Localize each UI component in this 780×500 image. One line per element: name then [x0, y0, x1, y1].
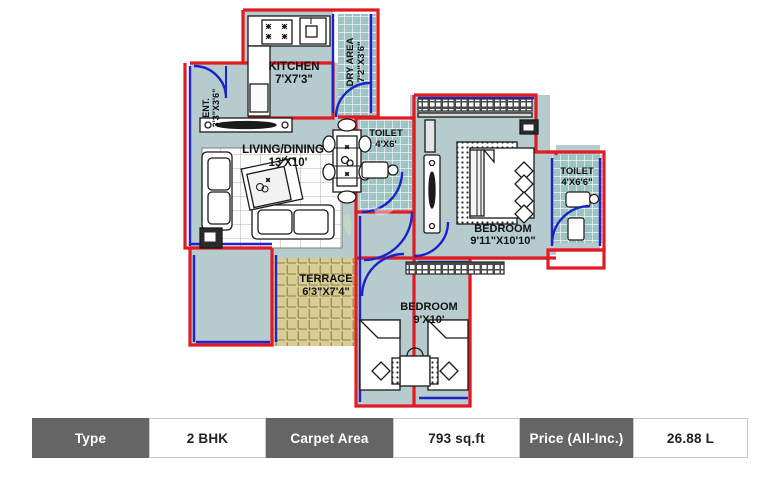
hall-shading [343, 205, 394, 236]
wall-inner-lines [188, 14, 602, 402]
specification-table: Type 2 BHK Carpet Area 793 sq.ft Price (… [32, 418, 748, 458]
room-label-toilet-2: TOILET 4'X6'6" [560, 166, 594, 188]
room-labels: ENT. 3'3"X3'6" KITCHEN 7'X7'3" DRY AREA … [201, 37, 594, 326]
terrace-floor [272, 258, 358, 346]
kitchen-name: KITCHEN [268, 61, 319, 73]
room-label-toilet-1: TOILET 4'X6' [369, 128, 403, 150]
toilet2-name: TOILET [560, 166, 594, 177]
toilet1-name: TOILET [369, 128, 403, 139]
bedroom-2-furniture [358, 261, 505, 391]
carpet-area-value: 793 sq.ft [393, 418, 520, 458]
living-leader-line [276, 155, 288, 169]
carpet-area-label: Carpet Area [266, 418, 393, 458]
kitchen-dim: 7'X7'3" [275, 74, 313, 86]
bedroom-1-furniture [417, 98, 539, 234]
entrance-dim: 3'3"X3'6" [211, 89, 221, 128]
room-label-entrance: ENT. 3'3"X3'6" [201, 89, 221, 128]
room-label-kitchen: KITCHEN 7'X7'3" [268, 61, 319, 86]
entrance-name: ENT. [201, 98, 211, 118]
price-label: Price (All-Inc.) [520, 418, 633, 458]
terrace-dim: 6'3"X7'4" [302, 286, 349, 298]
dryarea-dim: 7'2"X3'6" [356, 42, 367, 83]
toilet-2-fixtures [565, 191, 600, 241]
living-name: LIVING/DINING [242, 144, 324, 156]
toilet1-dim: 4'X6' [375, 139, 396, 150]
living-dim: 13'X10' [269, 157, 308, 169]
type-label: Type [32, 418, 149, 458]
room-label-terrace: TERRACE 6'3"X7'4" [299, 273, 352, 298]
bedroom1-name: BEDROOM [474, 223, 531, 235]
toilet2-dim: 4'X6'6" [561, 177, 592, 188]
room-label-dry-area: DRY AREA 7'2"X3'6" [345, 37, 367, 86]
terrace-name: TERRACE [299, 273, 352, 285]
price-value: 26.88 L [633, 418, 748, 458]
bedroom2-name: BEDROOM [400, 301, 457, 313]
living-furniture [199, 117, 335, 249]
floor-plan-image: ENT. 3'3"X3'6" KITCHEN 7'X7'3" DRY AREA … [183, 8, 606, 408]
room-label-living: LIVING/DINING 13'X10' [242, 144, 324, 169]
kitchen-furniture [247, 15, 331, 117]
toilet-1-fixtures [361, 161, 399, 179]
dryarea-name: DRY AREA [345, 37, 356, 86]
type-value: 2 BHK [149, 418, 266, 458]
door-swings [193, 64, 591, 297]
bedroom2-dim: 9'X10' [414, 314, 445, 326]
room-label-bedroom-2: BEDROOM 9'X10' [400, 301, 457, 326]
room-label-bedroom-1: BEDROOM 9'11"X10'10" [470, 223, 535, 247]
bedroom1-dim: 9'11"X10'10" [470, 235, 535, 247]
